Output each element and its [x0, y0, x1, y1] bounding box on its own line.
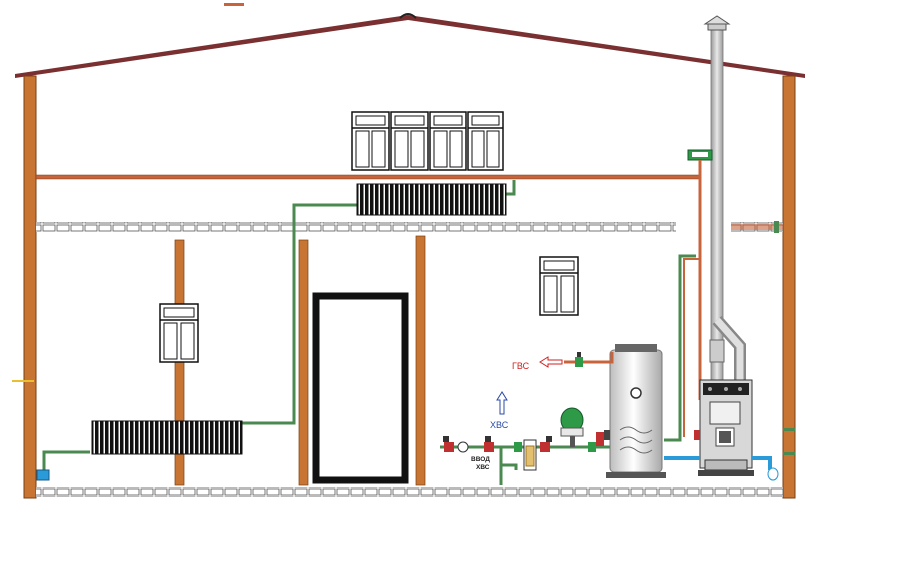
upper-supply-pipe [35, 174, 701, 180]
valve-icon [540, 436, 552, 452]
cold-water-drain-pipe [752, 456, 772, 470]
radiator-icon [91, 420, 243, 455]
chimney-icon [703, 15, 746, 384]
expansion-tank-icon [687, 149, 713, 161]
arrow-up-icon [496, 391, 508, 415]
interior-column-3 [415, 235, 426, 486]
left-wall [23, 75, 37, 499]
window-icon [159, 303, 199, 363]
arrow-left-icon [539, 356, 563, 368]
upper-window-group [351, 111, 504, 171]
cold-water-tee-pipe [501, 463, 518, 470]
drain-fitting [767, 467, 779, 481]
boiler-icon [694, 379, 754, 476]
middle-floor-slab [36, 222, 676, 232]
boiler-return-pipe [664, 254, 696, 442]
valve-icon [575, 352, 583, 367]
roof [15, 13, 805, 78]
outside-pipe-stub [731, 221, 783, 233]
valve-icon [443, 436, 454, 452]
window-icon [390, 111, 429, 171]
water-heater-icon [604, 344, 666, 478]
window-icon [467, 111, 504, 171]
ground-floor-slab [36, 487, 783, 497]
hot-water-label: ГВС [512, 361, 530, 371]
valve-icon [484, 436, 494, 452]
left-wall-mark [12, 380, 34, 382]
right-wall [782, 75, 796, 499]
interior-door [312, 292, 409, 484]
valve-icon [457, 441, 469, 453]
expansion-tank-icon [560, 407, 584, 447]
hot-water-outlet-pipe [564, 352, 614, 364]
cold-water-label: ХВС [490, 420, 509, 430]
drain-fitting [36, 469, 50, 481]
cold-water-inlet-label-line2: ХВС [476, 464, 490, 471]
window-icon [539, 256, 579, 316]
interior-column-2 [298, 239, 309, 486]
boiler-supply-pipe [683, 258, 699, 437]
right-wall-pipe [783, 428, 795, 431]
valve-icon [588, 432, 604, 452]
window-icon [351, 111, 390, 171]
top-mark [224, 3, 244, 6]
filter-icon [514, 439, 537, 471]
window-icon [429, 111, 467, 171]
right-wall-pipe [783, 452, 795, 455]
radiator-icon [356, 183, 507, 216]
cold-water-inlet-label-line1: ВВОД [471, 456, 490, 463]
